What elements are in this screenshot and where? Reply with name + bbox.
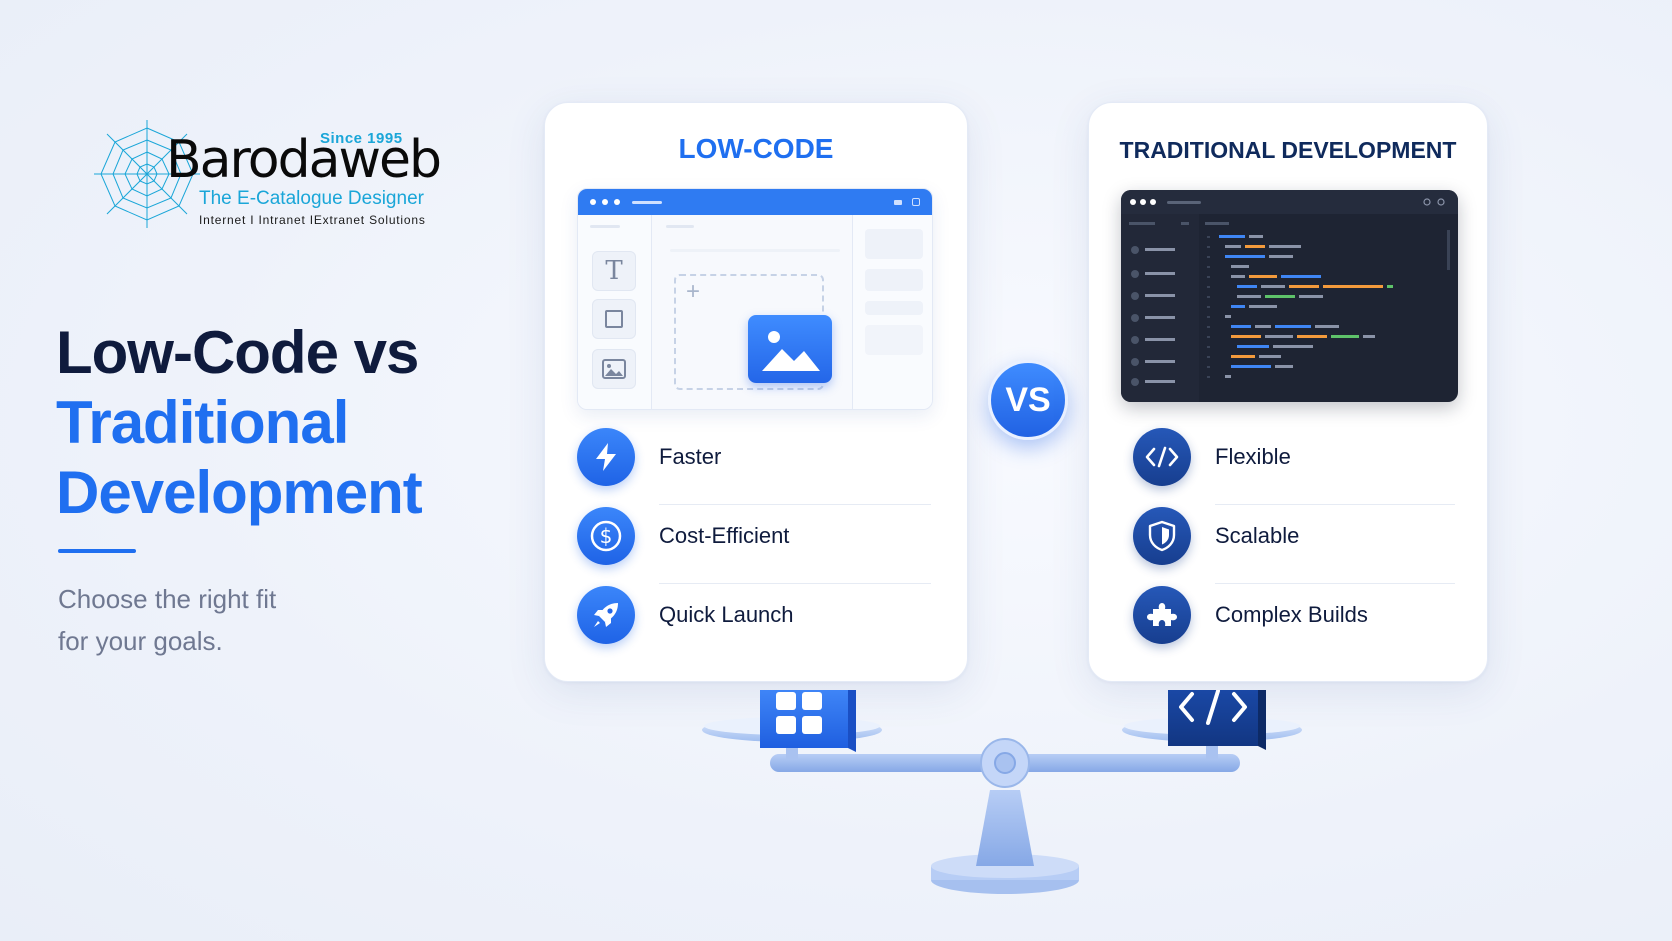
brand-since: Since 1995 xyxy=(320,130,403,147)
lightning-icon xyxy=(577,428,635,486)
brand-name: Barodaweb xyxy=(166,130,442,190)
image-block-icon xyxy=(748,315,832,383)
code-editor-illustration xyxy=(1121,190,1458,402)
feature-divider xyxy=(1215,583,1455,584)
feature-complex-builds: Complex Builds xyxy=(1133,586,1493,646)
svg-text:$: $ xyxy=(600,524,613,548)
feature-label: Scalable xyxy=(1215,523,1300,548)
brand-logo: Barodaweb Since 1995 The E-Catalogue Des… xyxy=(92,118,462,238)
subtitle-line-2: for your goals. xyxy=(58,626,223,656)
feature-label: Cost-Efficient xyxy=(659,523,790,548)
traditional-card: TRADITIONAL DEVELOPMENT xyxy=(1088,102,1488,682)
shield-icon xyxy=(1133,507,1191,565)
brand-subline: Internet I Intranet IExtranet Solutions xyxy=(199,213,426,227)
low-code-builder-illustration: T + xyxy=(577,188,933,410)
low-code-card: LOW-CODE T + xyxy=(544,102,968,682)
accent-divider xyxy=(58,549,136,553)
image-tool-icon xyxy=(592,349,636,389)
vs-badge: VS xyxy=(988,360,1068,440)
code-brackets-icon xyxy=(1133,428,1191,486)
brand-tagline: The E-Catalogue Designer xyxy=(199,188,424,209)
title-line-3: Development xyxy=(56,459,423,526)
feature-faster: Faster xyxy=(577,428,937,488)
feature-label: Faster xyxy=(659,444,722,469)
subtitle-line-1: Choose the right fit xyxy=(58,584,277,614)
title-line-1: Low-Code vs xyxy=(56,319,419,386)
puzzle-icon xyxy=(1133,586,1191,644)
feature-divider xyxy=(659,583,931,584)
code-cube-icon xyxy=(1168,690,1266,750)
feature-label: Complex Builds xyxy=(1215,602,1368,627)
app-grid-cube-icon xyxy=(760,690,856,752)
feature-label: Quick Launch xyxy=(659,602,794,627)
subtitle: Choose the right fit for your goals. xyxy=(58,578,338,662)
feature-label: Flexible xyxy=(1215,444,1291,469)
shape-tool-icon xyxy=(592,299,636,339)
builder-properties-panel xyxy=(852,215,932,409)
text-tool-icon: T xyxy=(592,251,636,291)
low-code-title: LOW-CODE xyxy=(678,133,834,164)
dollar-coin-icon: $ xyxy=(577,507,635,565)
feature-cost-efficient: $ Cost-Efficient xyxy=(577,507,937,567)
traditional-title: TRADITIONAL DEVELOPMENT xyxy=(1119,137,1457,163)
spider-web-icon xyxy=(94,120,200,228)
balance-scale-illustration xyxy=(702,690,1302,894)
builder-toolbox: T xyxy=(578,215,652,409)
title-line-2: Traditional xyxy=(56,389,349,456)
page-title: Low-Code vs Traditional Development xyxy=(56,318,423,528)
builder-titlebar xyxy=(578,189,932,215)
feature-flexible: Flexible xyxy=(1133,428,1493,488)
feature-divider xyxy=(659,504,931,505)
feature-quick-launch: Quick Launch xyxy=(577,586,937,646)
feature-scalable: Scalable xyxy=(1133,507,1493,567)
feature-divider xyxy=(1215,504,1455,505)
rocket-icon xyxy=(577,586,635,644)
